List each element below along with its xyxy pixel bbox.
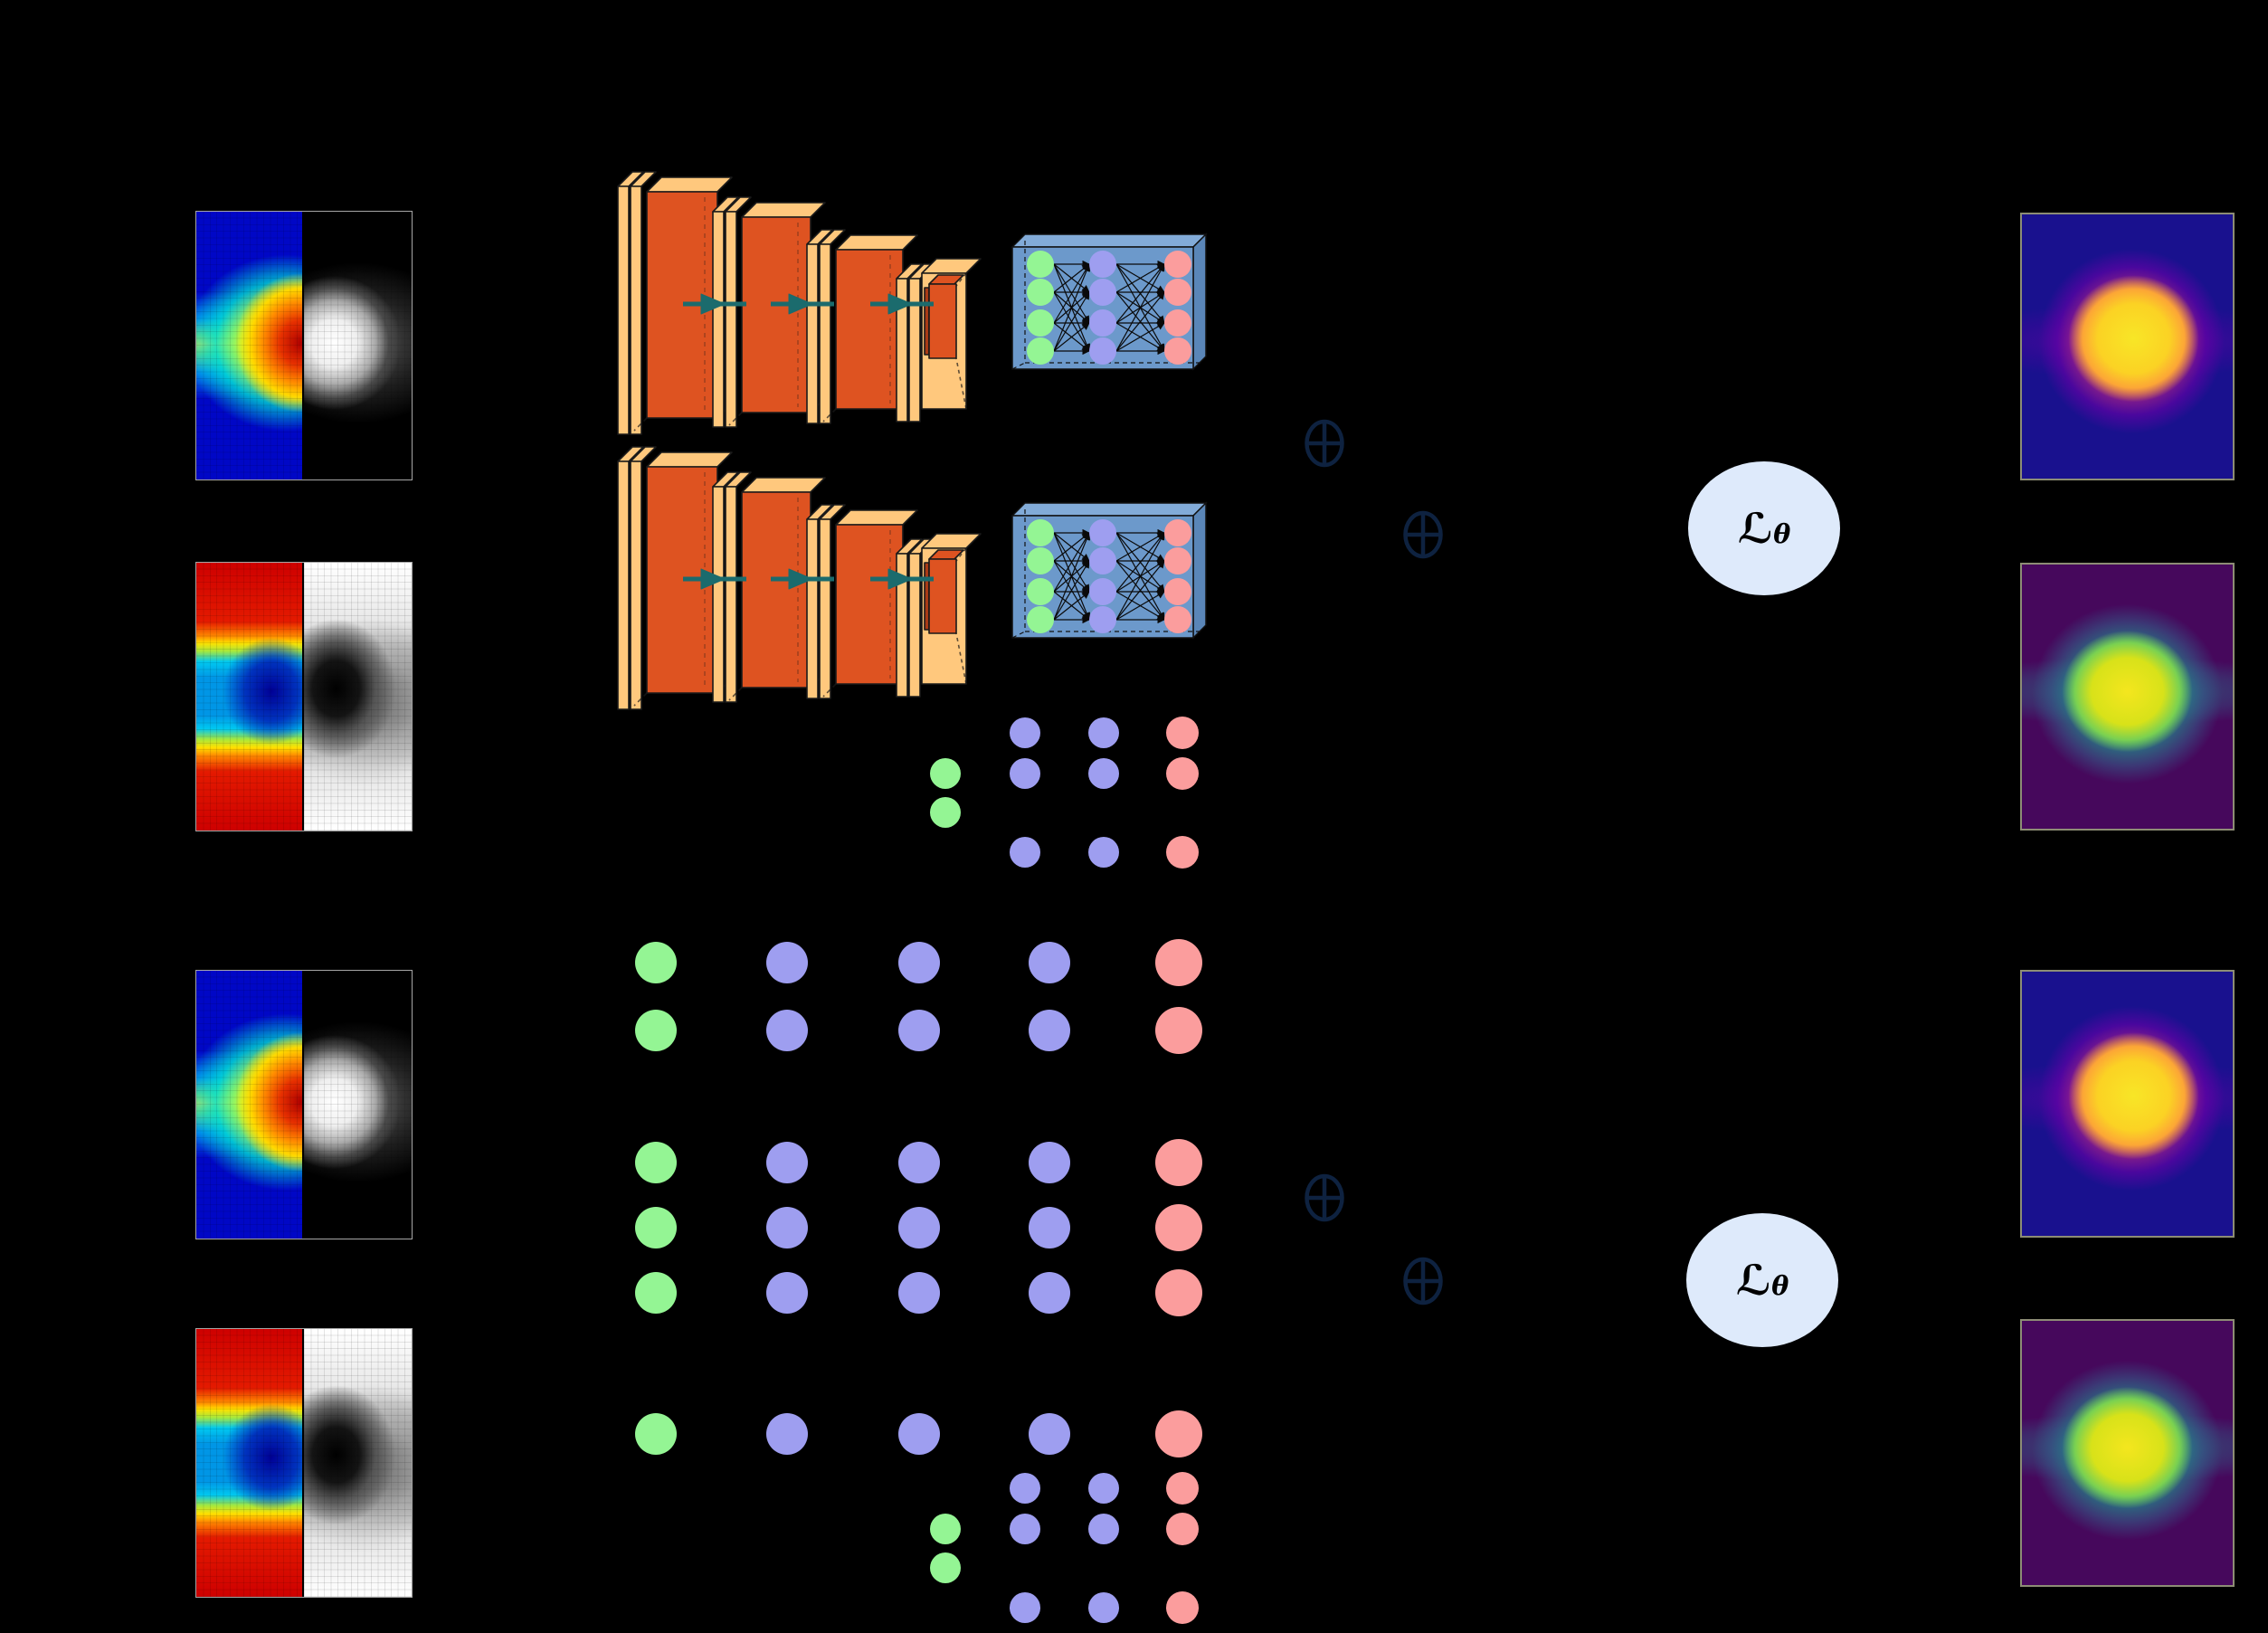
cnn-stack-row-1 [611,170,986,451]
loss-label: ℒ [1735,1256,1772,1305]
output-map-plasma-1 [2020,213,2235,480]
oplus-icon [1401,1255,1445,1307]
oplus-icon [1401,508,1445,561]
grayscale-heatmap-image [304,212,412,479]
jet-heatmap-image [196,212,304,479]
oplus-icon [1303,417,1346,470]
loss-subscript: θ [1773,518,1791,549]
grayscale-heatmap-inverted-image [304,563,412,831]
jet-heatmap-inverted-image [196,1329,304,1597]
mlp-small-cluster-top [930,717,1199,869]
grayscale-heatmap-image [304,971,412,1239]
input-pair-1 [195,211,413,480]
output-map-viridis-2 [2020,1319,2235,1587]
input-pair-3 [195,970,413,1239]
cnn-stack-row-2 [611,445,986,726]
output-map-plasma-2 [2020,970,2235,1238]
jet-heatmap-inverted-image [196,563,304,831]
mlp-small-cluster-bottom [930,1472,1199,1624]
fc-network-box-2 [1006,498,1223,651]
jet-heatmap-image [196,971,304,1239]
oplus-icon [1303,1172,1346,1224]
input-pair-2 [195,562,413,831]
fc-network-box-1 [1006,229,1223,383]
grayscale-heatmap-inverted-image [304,1329,412,1597]
loss-subscript: θ [1771,1270,1789,1301]
loss-label: ℒ [1737,504,1774,553]
output-map-viridis-1 [2020,563,2235,831]
mlp-large-cluster [635,939,1202,1457]
input-pair-4 [195,1328,413,1598]
